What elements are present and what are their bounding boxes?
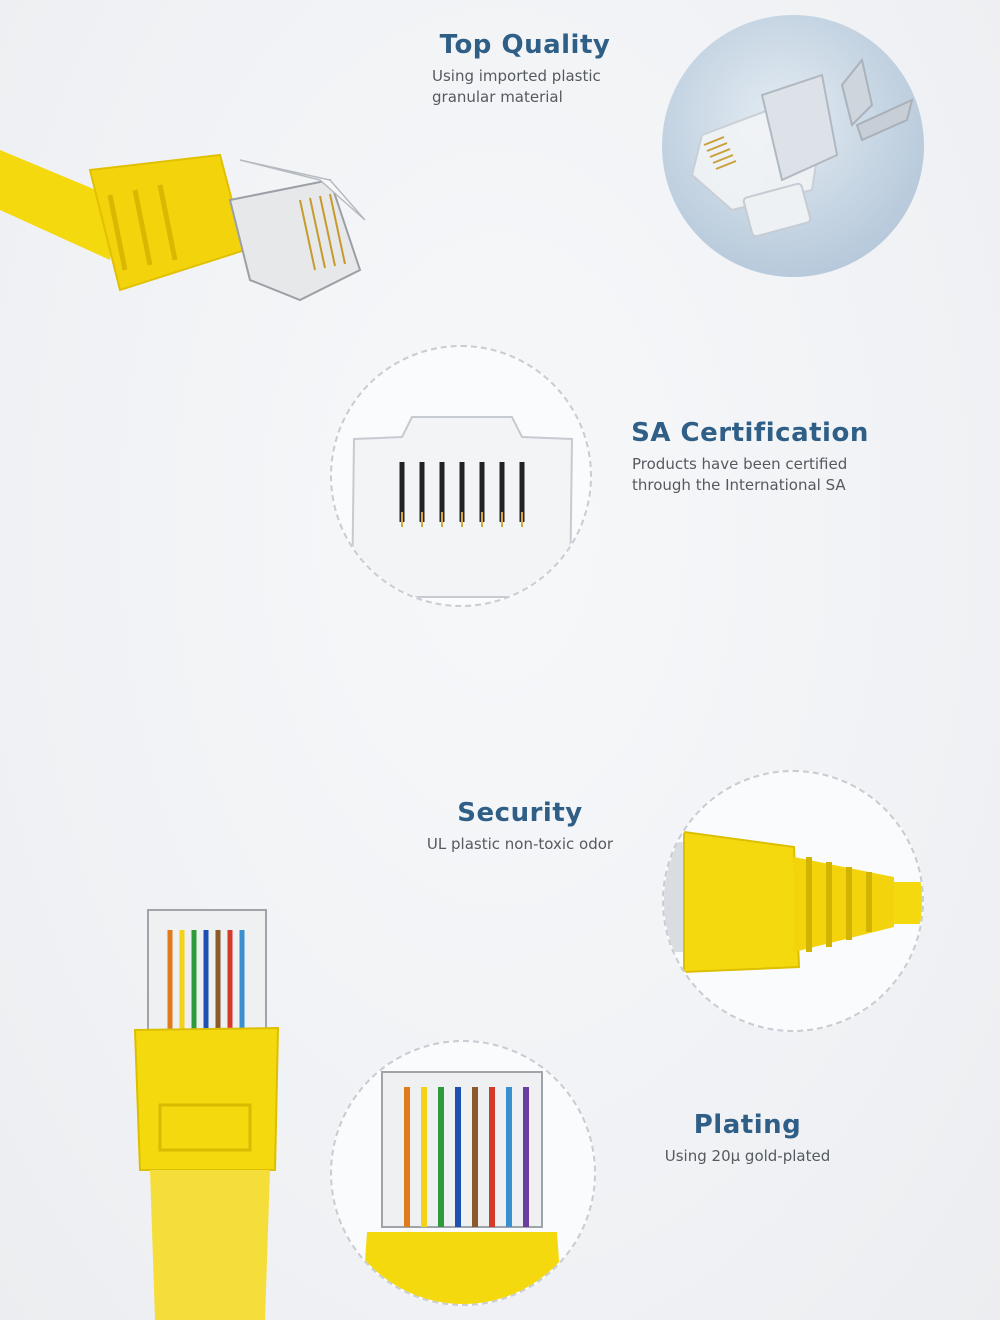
feature-title: Plating [693,1110,802,1140]
feature-description-line: Products have been certified [632,455,848,473]
feature-title: Top Quality [439,30,611,60]
feature-description-line: UL plastic non-toxic odor [426,835,614,853]
feature-top-quality: Top Quality Using imported plastic granu… [420,30,630,108]
feature-description-line: Using imported plastic [432,67,601,85]
feature-sa-certification: SA Certification Products have been cert… [620,418,880,496]
feature-description-line: through the International SA [632,476,846,494]
connector-parts-image [662,15,924,277]
feature-description-line: granular material [432,88,563,106]
feature-description: Products have been certified through the… [632,454,880,496]
feature-title: SA Certification [631,418,869,448]
feature-plating: Plating Using 20μ gold-plated [640,1110,855,1167]
yellow-boot-image [662,770,924,1032]
plated-connector-image [330,1040,596,1306]
feature-description: Using 20μ gold-plated [640,1146,855,1167]
feature-security: Security UL plastic non-toxic odor [405,798,635,855]
yellow-cable-connector-image [0,150,366,302]
feature-title: Security [457,798,583,828]
clear-connector-image [330,345,592,607]
feature-description: UL plastic non-toxic odor [405,834,635,855]
feature-description-line: Using 20μ gold-plated [664,1147,831,1165]
feature-description: Using imported plastic granular material [432,66,630,108]
vertical-connector-image [133,909,280,1320]
